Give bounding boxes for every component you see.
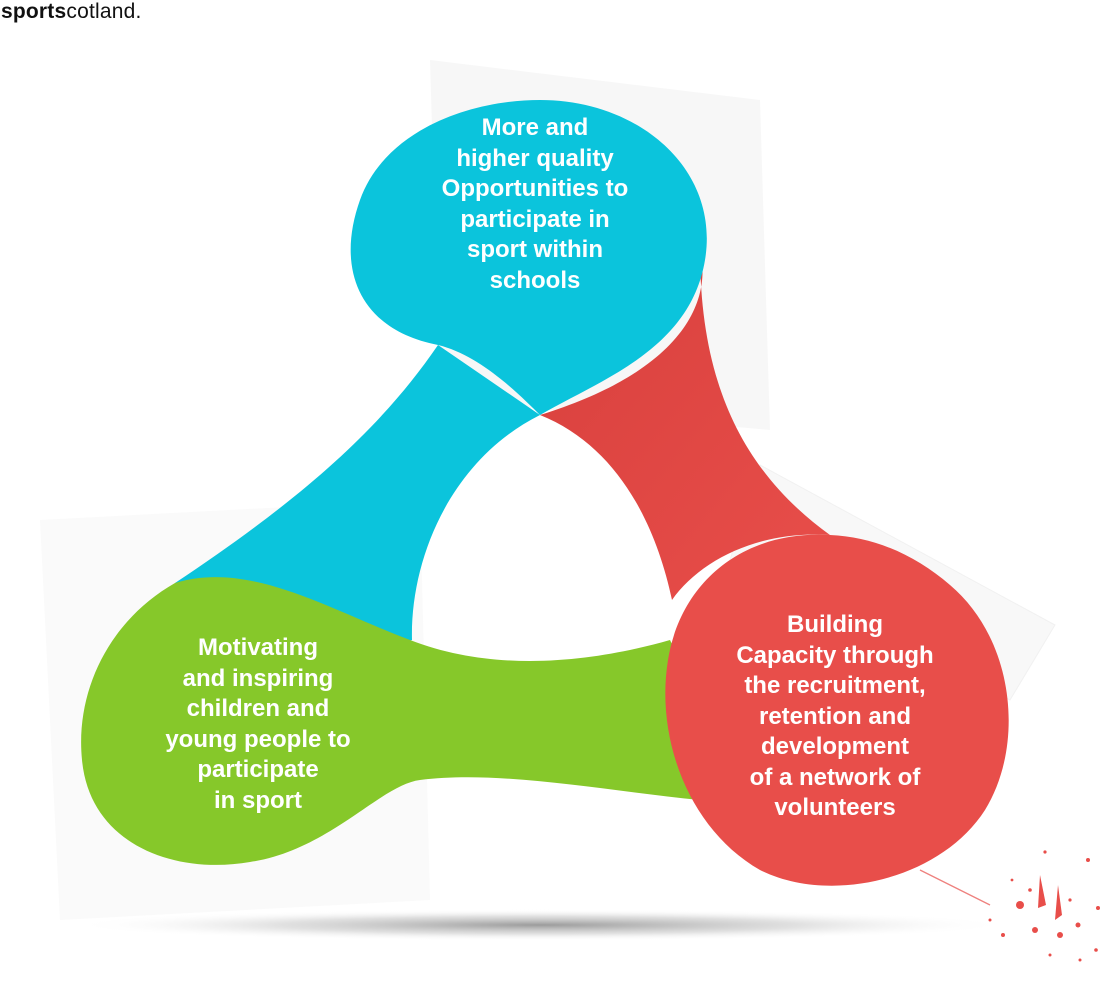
node-label-line: retention and [758,702,911,730]
node-label-line: schools [489,266,581,294]
node-label-line: children and [186,695,330,722]
node-label-line: higher quality [456,144,614,172]
node-label-line: the recruitment, [744,672,926,699]
red-lobe [665,534,1009,886]
node-label-line: Capacity through [736,641,934,669]
floor-shadow [70,909,1010,941]
node-label-line: participate in [460,205,610,233]
node-label-line: of a network of [749,763,921,791]
node-label-line: Building [787,611,883,638]
node-label-line: and inspiring [182,664,334,692]
node-label-line: young people to [165,725,351,753]
node-label-line: Opportunities to [441,175,629,202]
brand-logo-rest: cotland. [66,0,142,23]
red-arm [540,250,830,600]
node-label-line: volunteers [774,794,896,821]
node-label-right: Building Capacity through the recruitmen… [690,610,980,824]
green-lobe [81,577,713,865]
node-label-line: sport within [467,236,603,263]
node-label-line: development [760,733,910,760]
node-label-line: participate [197,756,319,783]
node-label-line: in sport [214,786,302,814]
brand-logo: sportscotland. [1,0,142,26]
node-label-top: More and higher quality Opportunities to… [390,113,680,296]
paint-splatter [988,850,1100,962]
node-label-line: More and [481,114,589,141]
node-label-line: Motivating [198,634,318,661]
brand-logo-bold: sports [1,0,67,23]
cyan-lobe [350,100,707,415]
node-label-left: Motivating and inspiring children and yo… [118,633,398,816]
splatter-streak [919,869,991,906]
cyan-arm [175,345,540,644]
